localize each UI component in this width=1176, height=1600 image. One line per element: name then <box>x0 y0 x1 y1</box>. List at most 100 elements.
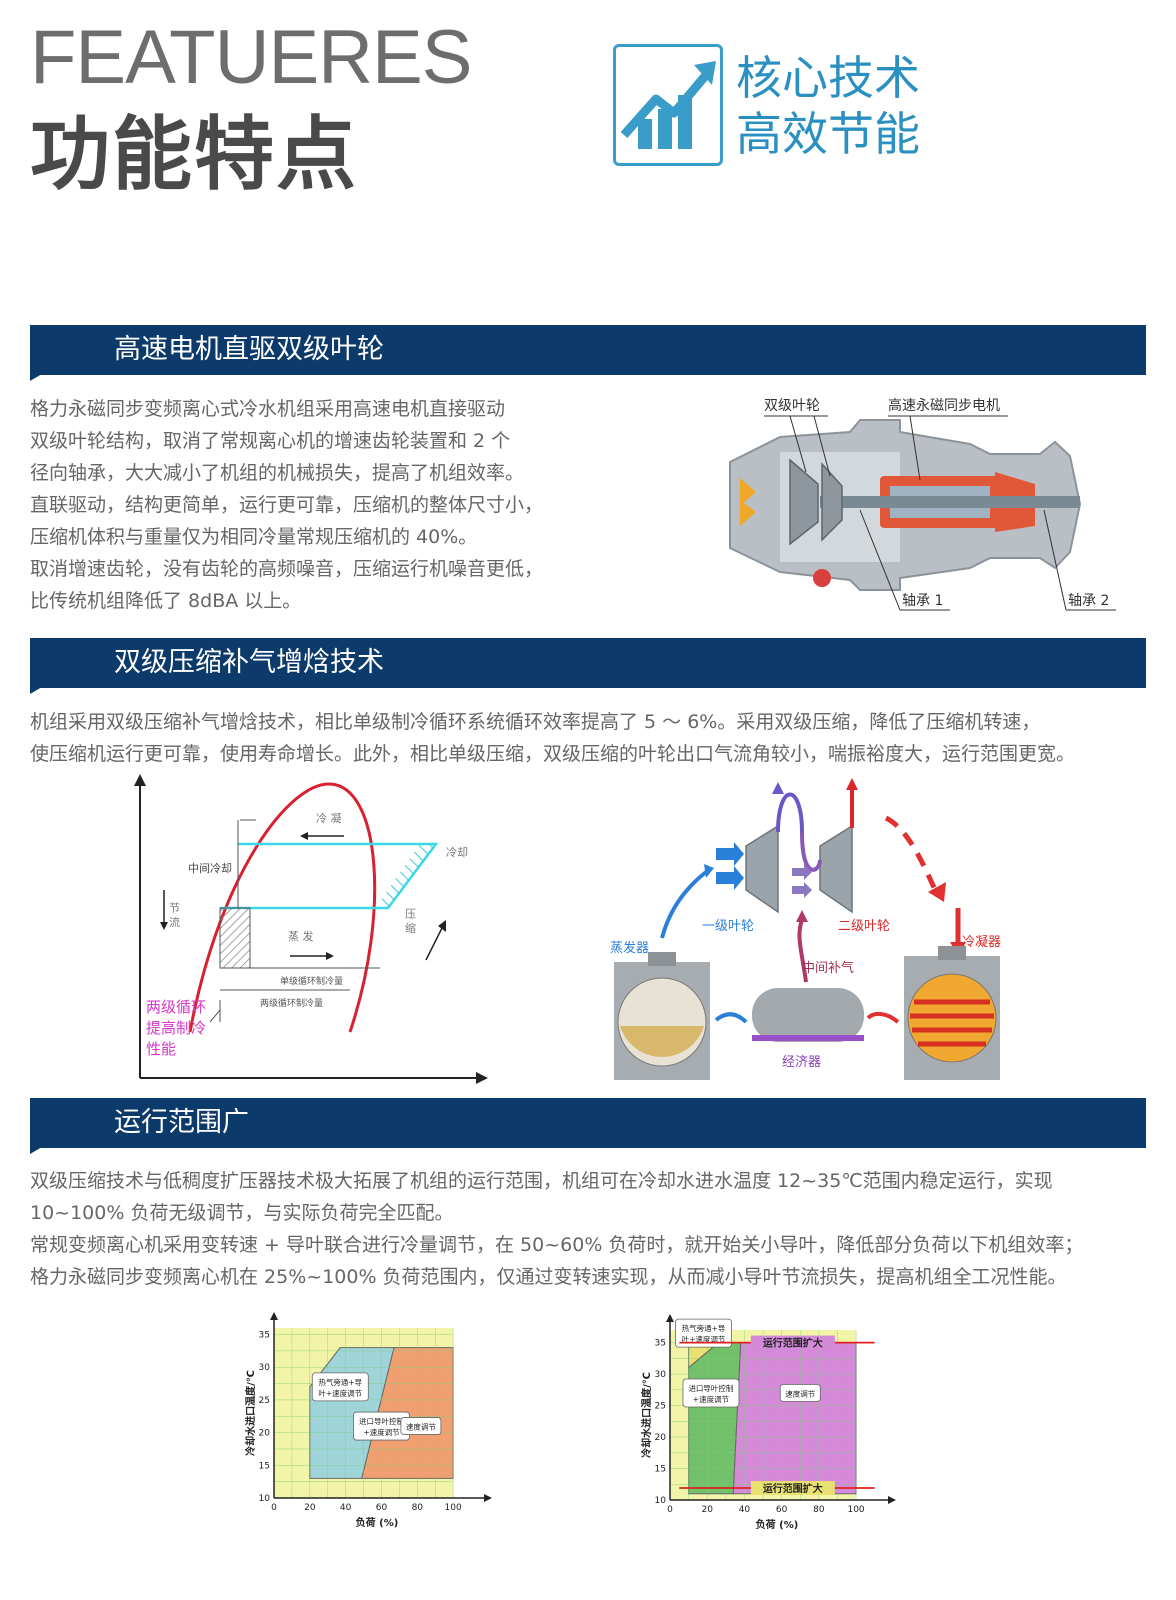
y-tick-label: 30 <box>655 1370 667 1380</box>
region-label-line: 速度调节 <box>406 1422 436 1432</box>
region-label: 速度调节 <box>785 1388 815 1398</box>
region-label-line: +速度调节 <box>363 1427 400 1437</box>
text-line: 机组采用双级压缩补气增焓技术，相比单级制冷循环系统循环效率提高了 5 ～ 6%。… <box>30 711 1041 733</box>
section-title-1: 高速电机直驱双级叶轮 <box>114 334 384 365</box>
badge-line-1: 核心技术 <box>736 51 920 105</box>
x-axis-arrow <box>484 1494 492 1502</box>
x-tick-label: 40 <box>340 1503 352 1513</box>
text-line: 压缩机体积与重量仅为相同冷量常规压缩机的 40%。 <box>30 526 478 548</box>
y-tick-label: 15 <box>655 1465 666 1475</box>
text-line: 格力永磁同步变频离心式冷水机组采用高速电机直接驱动 <box>30 398 506 420</box>
flow-label-condenser: 冷凝器 <box>962 934 1001 950</box>
text-line: 取消增速齿轮，没有齿轮的高频噪音，压缩运行机噪音更低， <box>30 558 544 580</box>
hero-chinese-title: 功能特点 <box>30 108 358 201</box>
region-1 <box>688 1342 742 1495</box>
flow-diagram: 一级叶轮 二级叶轮 蒸发器 冷凝器 中间补气 经济器 <box>610 778 1001 1080</box>
y-tick-label: 10 <box>259 1494 271 1504</box>
annotation-label: 运行范围扩大 <box>763 1482 823 1495</box>
region-label-line: 热气旁通+导 <box>682 1323 726 1333</box>
ph-diagram: 冷 凝 中间冷却 节 流 蒸 发 压 缩 冷却 单级循环制冷量 两级循环制冷量 … <box>134 774 488 1084</box>
ph-label-compress: 压 缩 <box>404 908 417 934</box>
region-label-box <box>779 1384 821 1402</box>
label-motor: 高速永磁同步电机 <box>888 397 1000 414</box>
x-axis-label: 负荷 (%) <box>356 1516 399 1529</box>
region-label: 进口导叶控制+速度调节 <box>359 1416 404 1437</box>
label-impeller: 双级叶轮 <box>764 398 820 414</box>
region-label: 进口导叶控制+速度调节 <box>688 1383 733 1404</box>
ph-note-line-3: 性能 <box>146 1040 176 1058</box>
region-label-line: 叶+速度调节 <box>318 1388 362 1398</box>
y-tick-label: 20 <box>259 1429 271 1439</box>
ph-note-line-1: 两级循环 <box>146 998 206 1016</box>
annotation-box <box>750 1335 835 1350</box>
region-label-line: 速度调节 <box>785 1388 815 1398</box>
x-tick-label: 20 <box>701 1505 713 1515</box>
y-axis-label: 冷却水进口温度/℃ <box>244 1370 257 1456</box>
text-line: 比传统机组降低了 8dBA 以上。 <box>30 590 302 612</box>
text-line: 使压缩机运行更可靠，使用寿命增长。此外，相比单级压缩，双级压缩的叶轮出口气流角较… <box>30 743 1076 765</box>
x-tick-label: 40 <box>739 1505 751 1515</box>
annotation-box <box>750 1481 835 1496</box>
section-header-3: 运行范围广 <box>30 1098 1146 1154</box>
region-label-line: 进口导叶控制 <box>688 1383 733 1393</box>
region-label-line: 叶+速度调节 <box>682 1334 726 1344</box>
text-line: 双级叶轮结构，取消了常规离心机的增速齿轮装置和 2 个 <box>30 430 511 452</box>
compressor-figure: 双级叶轮 高速永磁同步电机 轴承 1 轴承 2 <box>729 397 1116 611</box>
badge-text: 核心技术 高效节能 <box>736 50 920 162</box>
ph-label-cool: 冷却 <box>446 846 468 859</box>
section-2-text: 机组采用双级压缩补气增焓技术，相比单级制冷循环系统循环效率提高了 5 ～ 6%。… <box>30 706 1075 770</box>
text-line: 10~100% 负荷无级调节，与实际负荷完全匹配。 <box>30 1202 454 1224</box>
region-label-box <box>400 1417 442 1435</box>
section-1-text: 格力永磁同步变频离心式冷水机组采用高速电机直接驱动 双级叶轮结构，取消了常规离心… <box>30 393 543 617</box>
y-tick-label: 35 <box>259 1331 270 1341</box>
flow-label-stage1: 一级叶轮 <box>702 919 754 934</box>
region-label-line: 热气旁通+导 <box>318 1377 362 1387</box>
text-line: 直联驱动，结构更简单，运行更可靠，压缩机的整体尺寸小， <box>30 494 544 516</box>
section-title-3: 运行范围广 <box>114 1107 249 1138</box>
y-tick-label: 15 <box>259 1461 270 1471</box>
region-label-line: 进口导叶控制 <box>359 1416 404 1426</box>
hero-english-title: FEATUERES <box>30 15 472 100</box>
region-label: 热气旁通+导叶+速度调节 <box>682 1323 726 1344</box>
ph-label-intercool: 中间冷却 <box>188 862 232 875</box>
ph-label-double-cap: 两级循环制冷量 <box>260 997 323 1009</box>
x-tick-label: 60 <box>776 1505 788 1515</box>
x-tick-label: 60 <box>376 1503 388 1513</box>
ph-label-throttle: 节 流 <box>168 902 181 928</box>
y-tick-label: 10 <box>655 1496 667 1506</box>
y-tick-label: 35 <box>655 1339 666 1349</box>
ph-label-single-cap: 单级循环制冷量 <box>280 975 343 987</box>
y-axis-label: 冷却水进口温度/℃ <box>640 1372 653 1458</box>
y-tick-label: 25 <box>259 1396 270 1406</box>
section-3-text: 双级压缩技术与低稠度扩压器技术极大拓展了机组的运行范围，机组可在冷却水进水温度 … <box>30 1165 1083 1293</box>
section-title-2: 双级压缩补气增焓技术 <box>114 647 384 678</box>
growth-chart-icon <box>620 61 716 149</box>
region-label-box <box>311 1372 369 1402</box>
badge-line-2: 高效节能 <box>736 107 920 161</box>
annotation-label: 运行范围扩大 <box>763 1337 823 1350</box>
ph-label-condense: 冷 凝 <box>316 811 342 825</box>
x-tick-label: 0 <box>667 1505 673 1515</box>
flow-label-stage2: 二级叶轮 <box>838 919 890 934</box>
x-tick-label: 20 <box>304 1503 316 1513</box>
x-tick-label: 80 <box>813 1505 825 1515</box>
y-tick-label: 25 <box>655 1402 666 1412</box>
label-bearing-1: 轴承 1 <box>902 593 943 609</box>
region-label-box <box>682 1378 740 1408</box>
ph-note-line-2: 提高制冷 <box>146 1019 206 1037</box>
x-axis-arrow <box>888 1496 896 1504</box>
y-tick-label: 30 <box>259 1363 271 1373</box>
region-label: 热气旁通+导叶+速度调节 <box>318 1377 362 1398</box>
x-axis-label: 负荷 (%) <box>756 1518 799 1531</box>
section-header-1: 高速电机直驱双级叶轮 <box>30 325 1146 381</box>
text-line: 常规变频离心机采用变转速 + 导叶联合进行冷量调节，在 50~60% 负荷时，就… <box>30 1234 1084 1256</box>
x-tick-label: 100 <box>847 1505 864 1515</box>
text-line: 格力永磁同步变频离心机在 25%~100% 负荷范围内，仅通过变转速实现，从而减… <box>30 1266 1067 1288</box>
flow-label-evaporator: 蒸发器 <box>610 940 649 956</box>
text-line: 双级压缩技术与低稠度扩压器技术极大拓展了机组的运行范围，机组可在冷却水进水温度 … <box>30 1170 1053 1192</box>
y-axis-arrow <box>270 1312 278 1320</box>
ph-label-evaporate: 蒸 发 <box>288 929 314 943</box>
x-tick-label: 0 <box>271 1503 277 1513</box>
